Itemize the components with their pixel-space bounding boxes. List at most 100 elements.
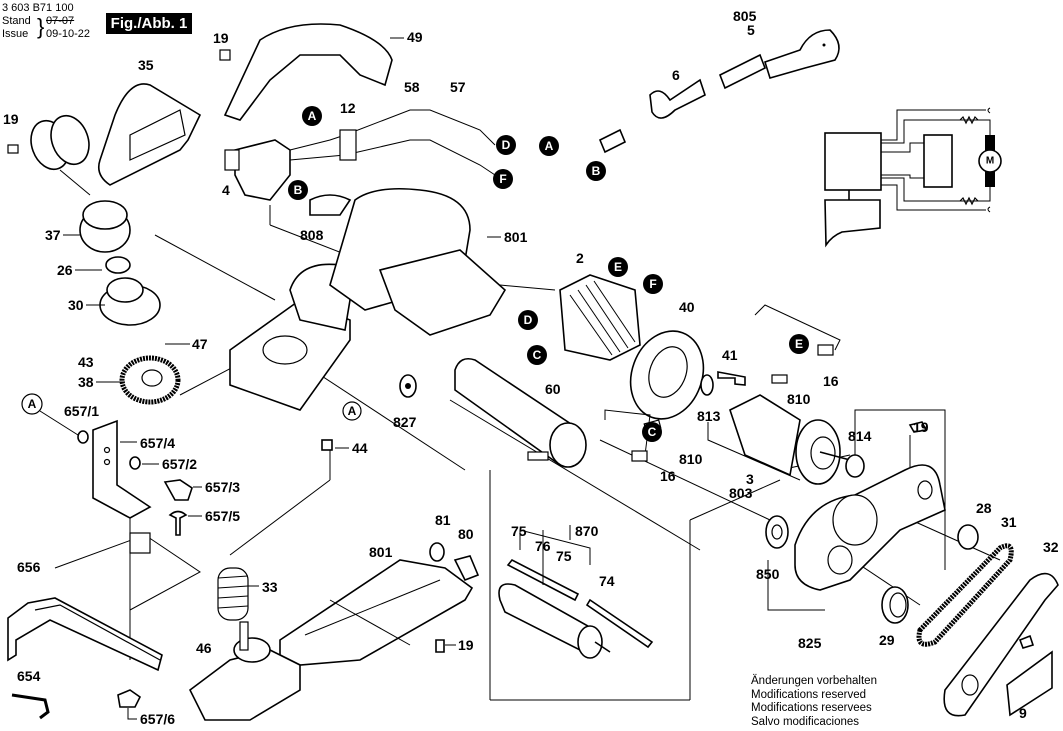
label-75: 75 [511, 523, 527, 539]
label-813: 813 [697, 408, 721, 424]
part-knob-37 [79, 200, 161, 326]
part-switch-cover [219, 23, 393, 121]
part-belt-cover-32 [943, 572, 1059, 717]
label-60: 60 [545, 381, 561, 397]
label-6: 6 [672, 67, 680, 83]
label-19: 19 [458, 637, 474, 653]
label-810: 810 [787, 391, 811, 407]
notice-line-en: Modifications reserved [751, 688, 867, 701]
connector-f-coil: F [643, 274, 663, 294]
label-850: 850 [756, 566, 780, 582]
label-40: 40 [679, 299, 695, 315]
label-35: 35 [138, 57, 154, 73]
label-76: 76 [535, 538, 551, 554]
connector-b-cord: B [586, 161, 606, 181]
notice-line-fr: Modifications reservees [751, 702, 872, 714]
svg-text:A: A [545, 139, 554, 153]
label-16: 16 [823, 373, 839, 389]
label-657-1: 657/1 [64, 403, 99, 419]
label-654: 654 [17, 668, 41, 684]
small-fasteners [11, 421, 1035, 720]
label-31: 31 [1001, 514, 1017, 530]
label-803: 803 [729, 485, 753, 501]
svg-text:C: C [533, 348, 542, 362]
svg-text:A: A [308, 109, 317, 123]
connector-c-coil: C [527, 345, 547, 365]
connector-d-coil: D [518, 310, 538, 330]
label-19: 19 [913, 419, 929, 435]
label-657-4: 657/4 [140, 435, 175, 451]
blade-brackets [519, 525, 591, 585]
label-49: 49 [407, 29, 423, 45]
label-26: 26 [57, 262, 73, 278]
label-75: 75 [556, 548, 572, 564]
part-armature [700, 374, 946, 570]
part-pulley-29 [881, 586, 909, 624]
part-dust-hood [7, 83, 202, 186]
label-2: 2 [576, 250, 584, 266]
part-belt-31 [916, 543, 1014, 647]
svg-text:F: F [499, 172, 506, 186]
label-827: 827 [393, 414, 417, 430]
label-801: 801 [369, 544, 393, 560]
label-28: 28 [976, 500, 992, 516]
label-58: 58 [404, 79, 420, 95]
label-657-2: 657/2 [162, 456, 197, 472]
header-stand-old-date: 07-07 [46, 15, 75, 27]
label-47: 47 [192, 336, 208, 352]
svg-text:B: B [592, 164, 601, 178]
part-switch-4 [224, 139, 291, 201]
part-clip-41 [717, 371, 746, 386]
part-pulley-28 [957, 524, 979, 550]
label-44: 44 [352, 440, 368, 456]
label-870: 870 [575, 523, 599, 539]
connector-e-coil: E [608, 257, 628, 277]
part-depth-spring-33 [217, 567, 249, 621]
svg-text:E: E [614, 260, 622, 274]
label-801: 801 [504, 229, 528, 245]
connector-c-brush: C [642, 422, 662, 442]
part-fence-657-4 [92, 419, 152, 519]
label-29: 29 [879, 632, 895, 648]
part-housing [229, 187, 507, 411]
svg-text:F: F [649, 277, 656, 291]
label-74: 74 [599, 573, 615, 589]
label-38: 38 [78, 374, 94, 390]
label-12: 12 [340, 100, 356, 116]
label-32: 32 [1043, 539, 1059, 555]
reference-markers: A A [21, 393, 362, 436]
part-field-coil [559, 274, 641, 361]
connector-f-wire: F [493, 169, 513, 189]
part-brush-housing-40 [629, 330, 705, 420]
label-81: 81 [435, 512, 451, 528]
wires-58-57 [289, 109, 496, 176]
label-30: 30 [68, 297, 84, 313]
label-16: 16 [660, 468, 676, 484]
part-shoe-46 [188, 621, 301, 721]
svg-text:E: E [795, 337, 803, 351]
modifications-notice: Änderungen vorbehalten Modifications res… [751, 675, 877, 729]
label-805: 805 [733, 8, 757, 24]
part-blade-74 [585, 598, 654, 649]
reference-a-fence: A [21, 393, 43, 415]
label-19: 19 [213, 30, 229, 46]
motor-symbol-label: M [986, 156, 994, 167]
svg-text:D: D [524, 313, 533, 327]
connector-markers: A B D F A B E F D C E C [288, 106, 809, 442]
part-parallel-guide-656 [7, 532, 201, 672]
label-57: 57 [450, 79, 466, 95]
notice-line-es: Salvo modificaciones [751, 715, 860, 728]
part-scale-ring-38 [119, 355, 181, 405]
label-657-3: 657/3 [205, 479, 240, 495]
part-bearing-850 [765, 515, 825, 611]
label-80: 80 [458, 526, 474, 542]
header-issue-date: 09-10-22 [46, 28, 91, 40]
label-3: 3 [746, 471, 754, 487]
label-814: 814 [848, 428, 872, 444]
label-41: 41 [722, 347, 738, 363]
part-gear-housing-825 [794, 464, 946, 591]
connector-b-switch: B [288, 180, 308, 200]
header-part-number: 3 603 B71 100 [2, 2, 74, 14]
part-power-cord [598, 29, 840, 154]
label-657-6: 657/6 [140, 711, 175, 727]
